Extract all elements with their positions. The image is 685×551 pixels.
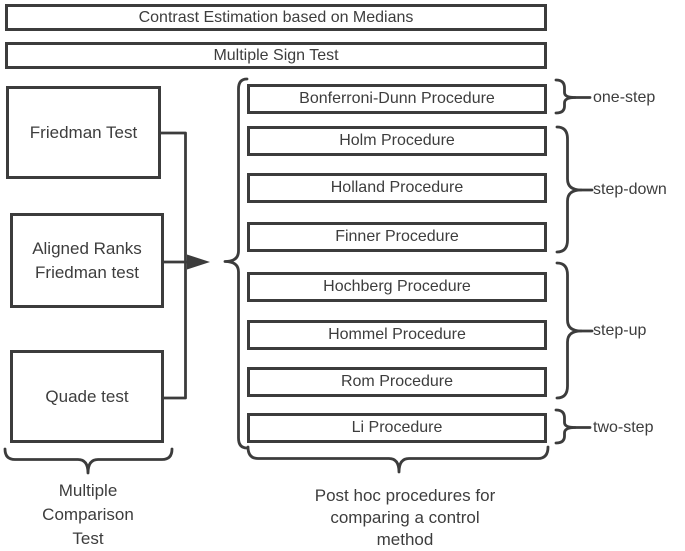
arrow-head-icon <box>187 254 210 270</box>
label-two-step: two-step <box>593 419 654 436</box>
box-finner-procedure: Finner Procedure <box>247 222 547 252</box>
box-aligned-ranks-friedman-test: Aligned Ranks Friedman test <box>10 213 164 308</box>
box-li-procedure: Li Procedure <box>247 413 547 443</box>
one-step-brace <box>554 78 577 115</box>
box-bonferroni-dunn-procedure: Bonferroni-Dunn Procedure <box>247 84 547 114</box>
box-quade-test: Quade test <box>10 350 164 443</box>
caption-multiple-comparison-test: Multiple Comparison Test <box>42 481 134 548</box>
box-holm-procedure: Holm Procedure <box>247 126 547 156</box>
friedman-quade-connector <box>159 131 187 400</box>
box-friedman-test: Friedman Test <box>6 86 161 179</box>
label-step-up: step-up <box>593 322 647 339</box>
box-hommel-procedure: Hommel Procedure <box>247 320 547 350</box>
multiple-comparison-brace <box>3 447 174 475</box>
post-hoc-caption-brace <box>246 445 550 474</box>
step-down-brace <box>555 125 583 254</box>
box-contrast-estimation: Contrast Estimation based on Medians <box>5 4 547 31</box>
step-up-brace <box>555 261 583 400</box>
box-holland-procedure: Holland Procedure <box>247 173 547 203</box>
two-step-brace <box>554 408 577 445</box>
post-hoc-group-brace <box>223 77 249 450</box>
box-hochberg-procedure: Hochberg Procedure <box>247 272 547 302</box>
caption-post-hoc-procedures: Post hoc procedures for comparing a cont… <box>314 486 496 549</box>
box-multiple-sign-test: Multiple Sign Test <box>5 42 547 69</box>
label-one-step: one-step <box>593 89 656 106</box>
box-rom-procedure: Rom Procedure <box>247 367 547 397</box>
label-step-down: step-down <box>593 181 667 198</box>
